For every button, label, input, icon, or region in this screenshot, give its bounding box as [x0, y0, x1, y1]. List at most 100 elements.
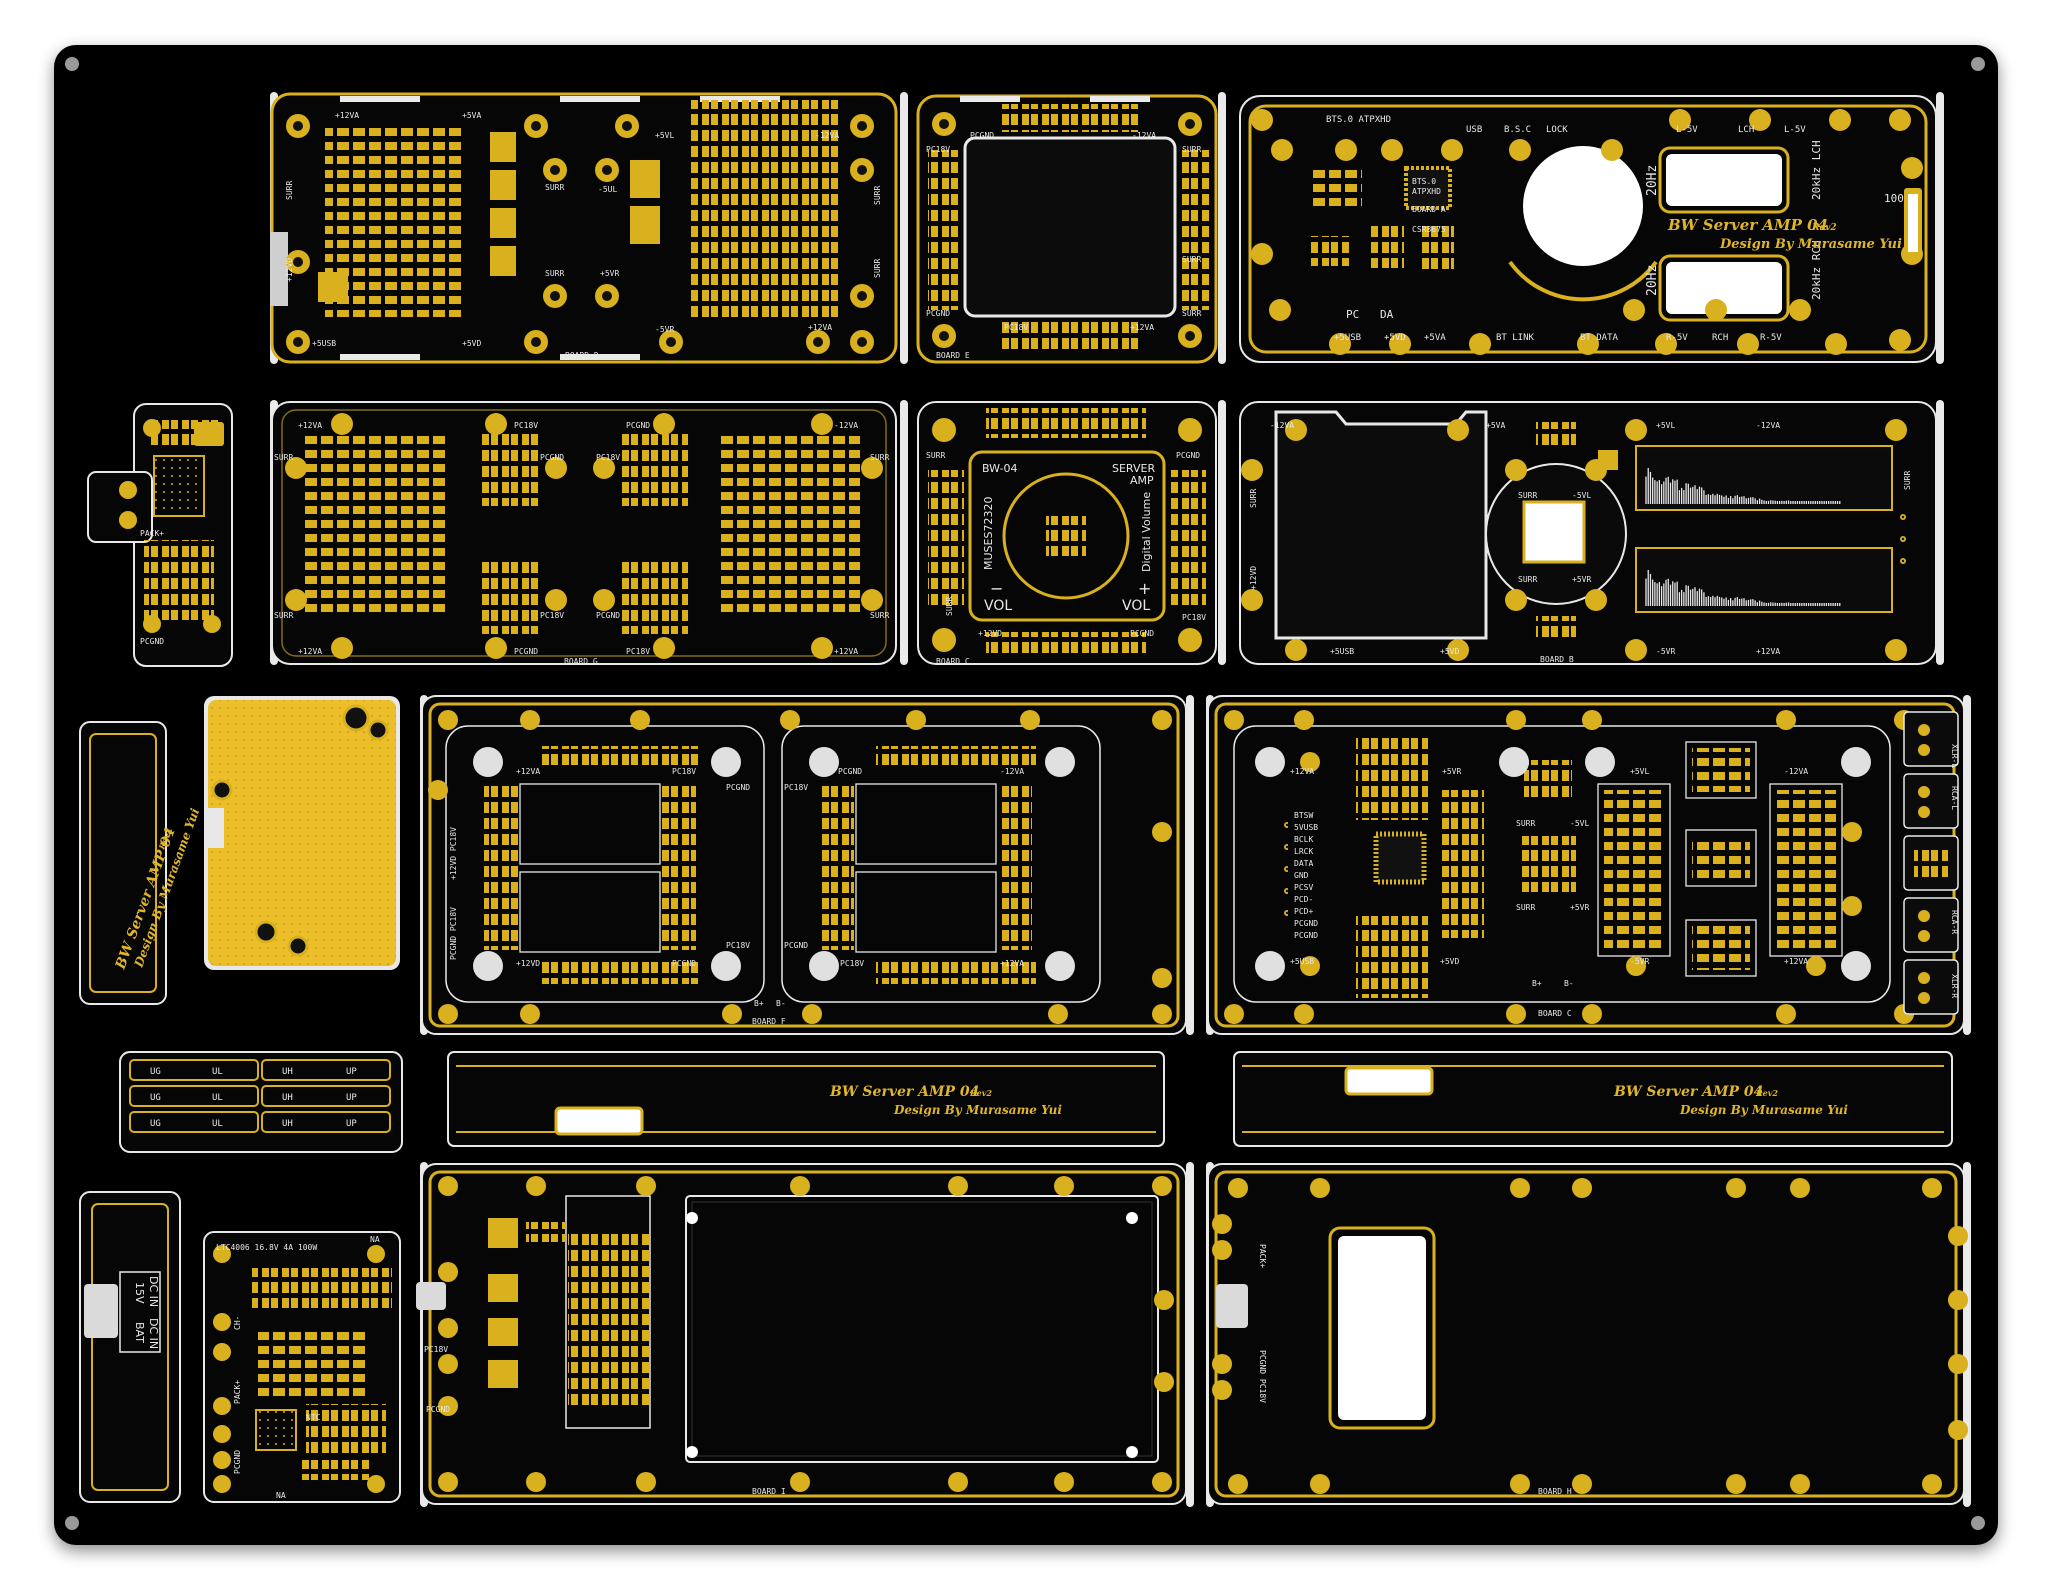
board-f: +12VA PC18V PCGND PCGND -12VA PC18V PC18… — [421, 695, 1187, 1035]
main-pin-label: PCSV — [1294, 883, 1313, 892]
board-g-net: SURR — [274, 611, 293, 620]
board-c-title: BW-04 — [982, 462, 1018, 475]
board-h-net: PCGND PC18V — [1258, 1350, 1267, 1403]
board-a-top-label: LCH — [1738, 125, 1754, 135]
board-c-digital: Digital Volume — [1140, 492, 1153, 572]
board-pack-label: PCGND — [140, 637, 164, 646]
cell-label: UH — [282, 1093, 293, 1103]
board-g-net: SURR — [274, 453, 293, 462]
cell-label: UL — [212, 1119, 223, 1129]
board-a-bottom-label: +5USB — [1334, 333, 1361, 343]
cell-label: UP — [346, 1119, 357, 1129]
board-g-net: PC18V — [626, 647, 650, 656]
board-e: PCGND -12VA PC18V PC18V +12VA PCGND SURR… — [916, 94, 1218, 364]
board-f-net: PC18V — [840, 959, 864, 968]
board-g: +12VA PC18V PCGND -12VA SURR PCGND PC18V… — [271, 401, 897, 666]
dc-label: DC IN — [147, 1276, 160, 1307]
board-a-top-label: BTS.0 ATPXHD — [1326, 115, 1391, 125]
board-c-volume: BW-04 SERVER AMP MUSES72320 Digital Volu… — [917, 401, 1217, 666]
board-d-net: +12VA — [808, 323, 832, 332]
board-c-net: +12VD — [978, 629, 1002, 638]
dc-label: 15V — [133, 1282, 146, 1304]
board-f-net: PC18V — [672, 767, 696, 776]
cell-label: UH — [282, 1119, 293, 1129]
board-cells: UG UL UH UP UG UL UH UP UG UL UH UP — [119, 1051, 403, 1153]
display-cutout-round — [1523, 146, 1643, 266]
board-b-net: +12VD — [1249, 566, 1258, 590]
board-e-net: SURR — [1182, 309, 1201, 318]
ltc-label: PCGND — [233, 1450, 242, 1474]
main-net: -5VR — [1630, 957, 1649, 966]
spectrum-bars-bottom — [1645, 569, 1841, 606]
cell-label: UP — [346, 1093, 357, 1103]
board-g-net: SURR — [870, 611, 889, 620]
board-a-chip-line: BTS.0 — [1412, 177, 1436, 186]
board-d-net: SURR — [873, 259, 882, 278]
board-h-label: BOARD H — [1538, 1487, 1572, 1496]
main-net: +5VL — [1630, 767, 1649, 776]
board-d-net: SURR — [285, 181, 294, 200]
board-b-net: +12VA — [1756, 647, 1780, 656]
main-connector-label: RCA-L — [1950, 786, 1959, 810]
main-pin-label: GND — [1294, 871, 1309, 880]
board-f-net: PCGND — [672, 959, 696, 968]
board-c-net: SURR — [926, 451, 945, 460]
board-a-brand-rev: Rev2 — [1811, 223, 1837, 233]
board-a-bottom-label: RCH — [1712, 333, 1728, 343]
mounting-hole-icon — [1971, 1516, 1985, 1530]
cell-label: UG — [150, 1067, 161, 1077]
board-f-net: PCGND — [784, 941, 808, 950]
board-e-net: SURR — [1182, 255, 1201, 264]
board-i-net: PCGND — [426, 1405, 450, 1414]
board-d-net: SURR — [873, 186, 882, 205]
cell-label: UG — [150, 1119, 161, 1129]
board-g-net: +12VA — [298, 421, 322, 430]
bar-brand: BW Server AMP 04 — [1613, 1084, 1763, 1100]
main-net: +5VR — [1442, 767, 1461, 776]
board-i: PC18V PCGND BOARD I — [416, 1163, 1187, 1505]
main-pin-label: PCD+ — [1294, 907, 1313, 916]
board-a-brand-designer: Design By Murasame Yui — [1719, 237, 1902, 252]
board-g-net: PCGND — [514, 647, 538, 656]
board-f-net: PC18V — [784, 783, 808, 792]
main-connector-label: XLR-R — [1950, 974, 1959, 998]
main-net: SURR — [1516, 819, 1535, 828]
board-pack-label: PACK+ — [140, 529, 164, 538]
smd-pad-icon — [325, 122, 465, 317]
board-a: BTS.0 ATPXHD USB B.S.C LOCK L-5V LCH L-5… — [1239, 95, 1937, 363]
dc-label: DC IN — [147, 1318, 160, 1349]
main-connector-label: RCA-R — [1950, 910, 1959, 934]
board-d-net: +5VL — [655, 131, 674, 140]
main-net: +5USB — [1290, 957, 1314, 966]
board-f-net: PCGND — [838, 767, 862, 776]
board-f-net: +12VD — [516, 959, 540, 968]
board-a-bottom-label: BT LINK — [1496, 333, 1535, 343]
board-b-net: +5USB — [1330, 647, 1354, 656]
board-c-minus: − — [990, 579, 1003, 598]
board-a-bottom-label: BT DATA — [1580, 333, 1619, 343]
board-c-title: SERVER — [1112, 462, 1155, 475]
board-d-net: -5VR — [655, 325, 674, 334]
board-c-chip: MUSES72320 — [982, 497, 995, 570]
board-g-net: PCGND — [626, 421, 650, 430]
main-net: -5VL — [1570, 819, 1589, 828]
brand-bar-right: BW Server AMP 04 Rev2 Design By Murasame… — [1233, 1051, 1953, 1147]
board-d-net: SURR — [545, 269, 564, 278]
ltc-label: PACK+ — [233, 1380, 242, 1404]
board-d-net: +12VD — [285, 258, 294, 282]
board-b-net: +5VR — [1572, 575, 1591, 584]
board-f-net: +12VA — [516, 767, 540, 776]
main-pin-label: BCLK — [1294, 835, 1313, 844]
board-b-net: SURR — [1903, 471, 1912, 490]
board-a-side-label: PC — [1346, 308, 1359, 321]
board-b: -12VA +5VA +5VL -12VA SURR -5VL SURR +5V… — [1239, 401, 1937, 665]
cell-label: UH — [282, 1067, 293, 1077]
gold-plated-board — [204, 696, 400, 970]
board-e-net: SURR — [1182, 145, 1201, 154]
board-g-net: PC18V — [596, 453, 620, 462]
board-h-net: PACK+ — [1258, 1244, 1267, 1268]
board-e-net: +12VA — [1130, 323, 1154, 332]
board-a-top-label: L-5V — [1676, 125, 1698, 135]
board-a-top-label: USB — [1466, 125, 1482, 135]
